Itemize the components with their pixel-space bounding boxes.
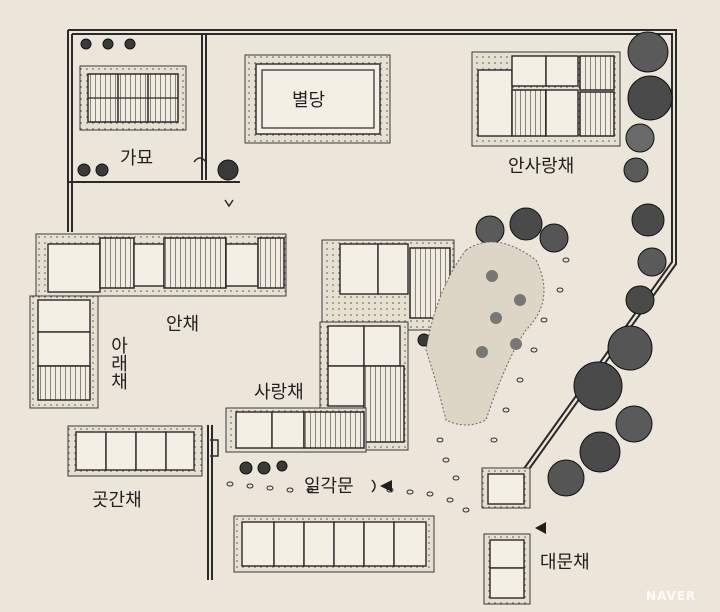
araechae-building [29,295,99,409]
sarangchae-building [225,239,455,453]
ansarangchae-building [471,51,621,147]
label-sarangchae: 사랑채 [254,382,304,403]
label-daemunchae: 대문채 [540,552,590,573]
naver-watermark: NAVER [646,589,696,603]
gamyo-building [79,65,187,131]
daemunchae-building [481,467,531,605]
stepping-stone-path [226,257,570,513]
label-byeoldang: 별당 [292,90,325,111]
gate-marks [193,157,376,493]
entrance-arrow-icons [380,480,546,534]
label-ansarangchae: 안사랑채 [508,156,574,177]
garden-area [425,241,545,426]
label-araechae: 아래채 [108,336,129,390]
lower-storage-building [233,515,435,573]
label-anchae: 안채 [166,314,199,335]
label-ilgakmun: 일각문 [304,476,354,497]
anchae-building [35,233,287,297]
gotganchae-building [67,425,203,477]
label-gotganchae: 곳간채 [92,490,142,511]
byeoldang-building [244,54,391,144]
label-gamyo: 가묘 [120,148,153,169]
tree-canopy [77,31,673,497]
